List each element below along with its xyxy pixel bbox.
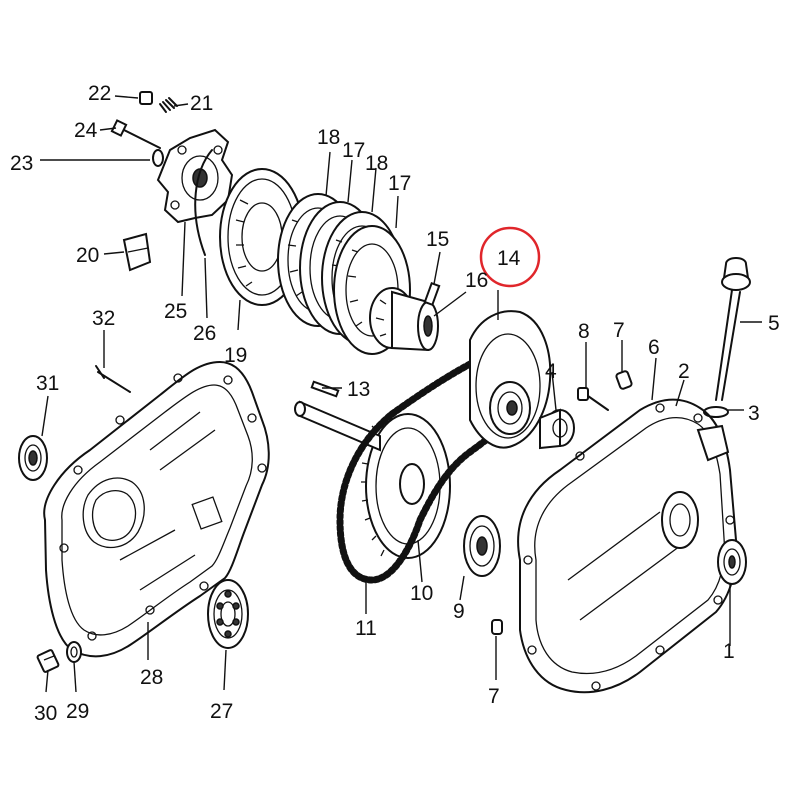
spring-clip-26 [194, 149, 213, 256]
key-15 [423, 281, 441, 307]
callout-26: 26 [193, 322, 216, 345]
callout-21: 21 [190, 92, 213, 115]
highlight-circle [479, 226, 541, 288]
washer-29 [66, 641, 82, 663]
callout-17-left: 17 [342, 139, 365, 162]
callout-8: 8 [578, 320, 590, 343]
callout-19: 19 [224, 344, 247, 367]
callout-6: 6 [648, 336, 660, 359]
dipstick-5 [715, 257, 751, 401]
callout-32: 32 [92, 307, 115, 330]
callout-22: 22 [88, 82, 111, 105]
oil-seal-31 [18, 435, 48, 481]
callout-25: 25 [164, 300, 187, 323]
clutch-hub-16 [369, 287, 439, 352]
callout-15: 15 [426, 228, 449, 251]
callout-18-left: 18 [317, 126, 340, 149]
clutch-weight-20 [122, 232, 152, 272]
callout-14: 14 [497, 247, 521, 270]
drain-plug-30 [36, 649, 60, 673]
callout-27: 27 [210, 700, 233, 723]
crankcase-cover-left [43, 361, 270, 658]
callout-16: 16 [465, 269, 488, 292]
bolt-32 [95, 365, 131, 393]
callout-labels: 1 2 3 4 5 6 7 7 8 9 10 11 13 14 15 16 17… [10, 82, 780, 725]
bushing-4 [539, 408, 575, 450]
drive-sprocket-14 [469, 310, 552, 449]
bolt-24 [110, 119, 161, 149]
callout-13: 13 [347, 378, 370, 401]
callout-9: 9 [453, 600, 465, 623]
bolt-8 [577, 387, 609, 411]
callout-28: 28 [140, 666, 163, 689]
o-ring-3 [703, 406, 729, 418]
driven-sprocket-11 [361, 413, 451, 564]
shaft-13 [294, 380, 381, 452]
callout-10: 10 [410, 582, 433, 605]
bearing-9 [463, 515, 501, 577]
callout-18-right: 18 [365, 152, 388, 175]
callout-29: 29 [66, 700, 89, 723]
dowel-pin-7-bottom [491, 619, 503, 635]
callout-5: 5 [768, 312, 780, 335]
callout-4: 4 [545, 360, 557, 383]
callout-11: 11 [355, 617, 377, 640]
callout-3: 3 [748, 402, 760, 425]
callout-2: 2 [678, 360, 690, 383]
bearing-27 [207, 579, 249, 649]
nut-22 [139, 91, 153, 105]
callout-30: 30 [34, 702, 57, 725]
callout-17-right: 17 [388, 172, 411, 195]
callout-24: 24 [74, 119, 98, 142]
leader-lines [40, 95, 762, 693]
callout-1: 1 [723, 640, 735, 663]
spring-21 [159, 97, 178, 113]
callout-7-top: 7 [613, 319, 625, 342]
callout-20: 20 [76, 244, 99, 267]
callout-7-bottom: 7 [488, 685, 500, 708]
callout-31: 31 [36, 372, 59, 395]
oil-seal-1 [717, 539, 747, 585]
dowel-pin-7-top [615, 370, 633, 390]
callout-23: 23 [10, 152, 33, 175]
washer-23 [152, 149, 164, 167]
